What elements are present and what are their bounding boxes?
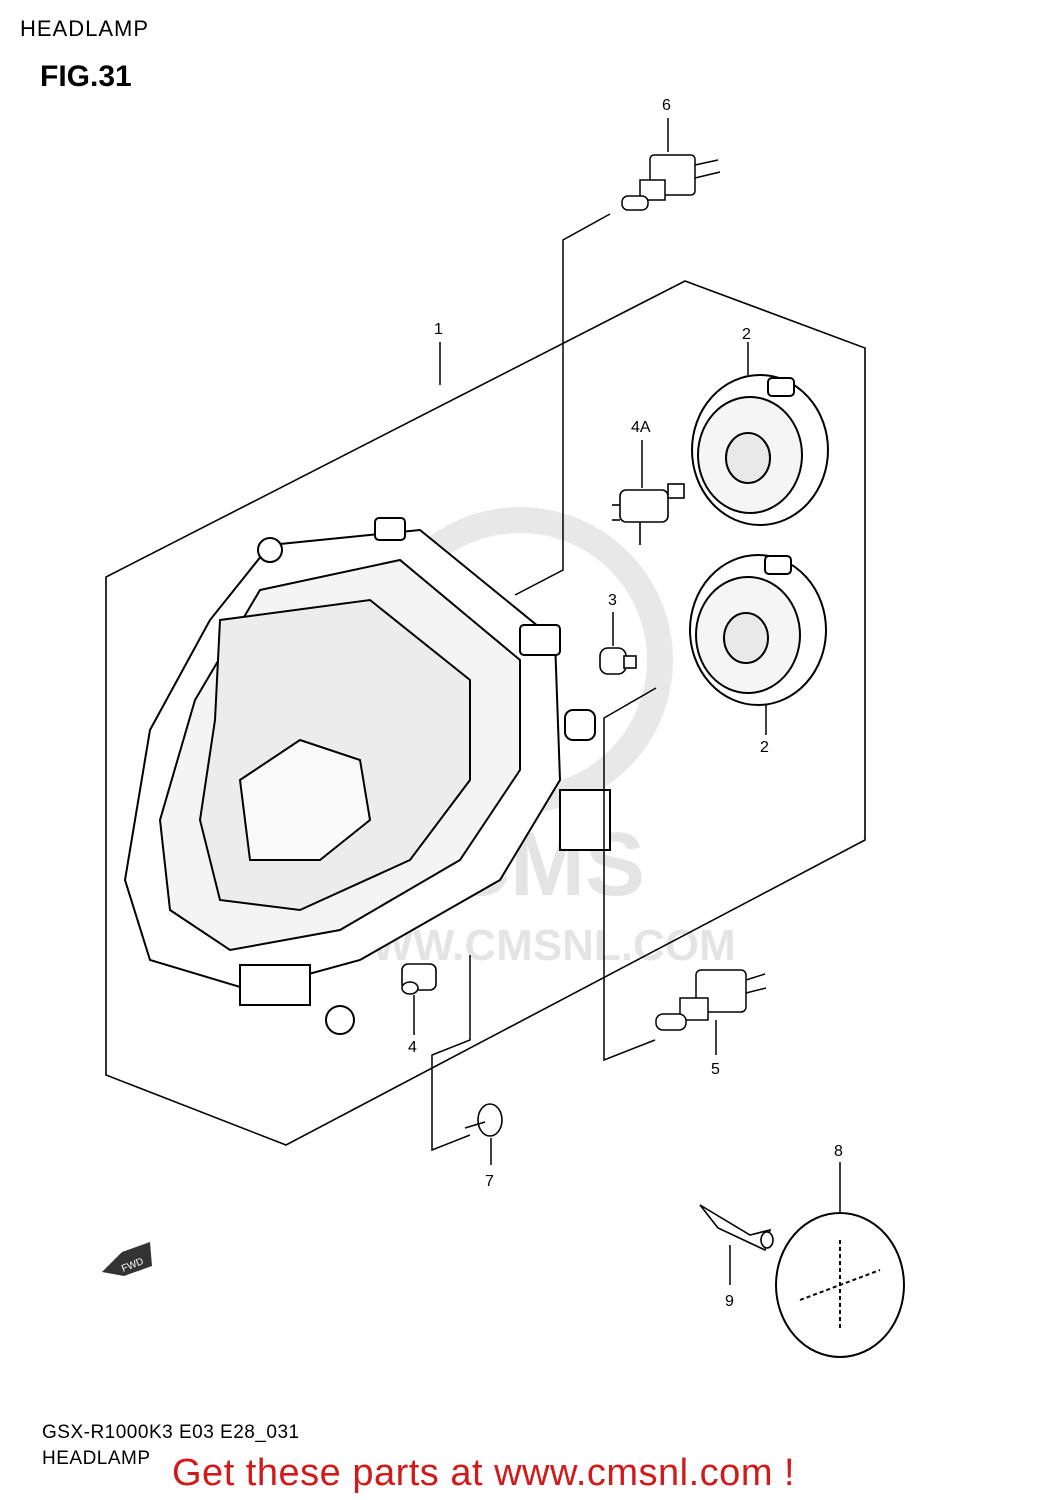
callout-8: 8 (834, 1143, 843, 1160)
footer-code: GSX-R1000K3 E03 E28_031 (42, 1422, 300, 1443)
callout-6: 6 (662, 97, 671, 114)
figure-number: FIG.31 (40, 60, 132, 93)
header-title: HEADLAMP (20, 16, 150, 41)
promo-link[interactable]: Get these parts at www.cmsnl.com ! (172, 1452, 796, 1494)
leader-7-bracket (431, 955, 471, 1152)
callout-7: 7 (485, 1173, 494, 1190)
part-5-bulb-icon (655, 969, 767, 1031)
part-3-small-bulb-icon (599, 647, 637, 675)
footer-caption: HEADLAMP (42, 1448, 151, 1469)
part-4-grommet-icon (401, 963, 437, 995)
part-2-upper-shell-icon (691, 374, 829, 526)
part-2-lower-shell-icon (689, 554, 827, 706)
callout-2-lower: 2 (760, 739, 769, 756)
assembly-outline (105, 280, 866, 1146)
callout-5: 5 (711, 1061, 720, 1078)
callout-4: 4 (408, 1039, 417, 1056)
part-8-cap-icon (775, 1212, 905, 1358)
part-9-pin-icon (699, 1204, 774, 1252)
part-7-screw-icon (464, 1103, 503, 1137)
callout-3: 3 (608, 592, 617, 609)
leader-6 (514, 118, 669, 596)
callout-9: 9 (725, 1293, 734, 1310)
callout-2-upper: 2 (742, 326, 751, 343)
leader-5-bracket (603, 687, 657, 1062)
callout-1: 1 (434, 321, 443, 338)
callout-4a: 4A (631, 419, 651, 436)
part-4a-socket-icon (612, 483, 685, 545)
fwd-arrow-icon: FWD (102, 1242, 152, 1276)
part-1-headlamp-housing-icon (123, 517, 611, 1035)
part-6-bulb-icon (621, 154, 721, 211)
